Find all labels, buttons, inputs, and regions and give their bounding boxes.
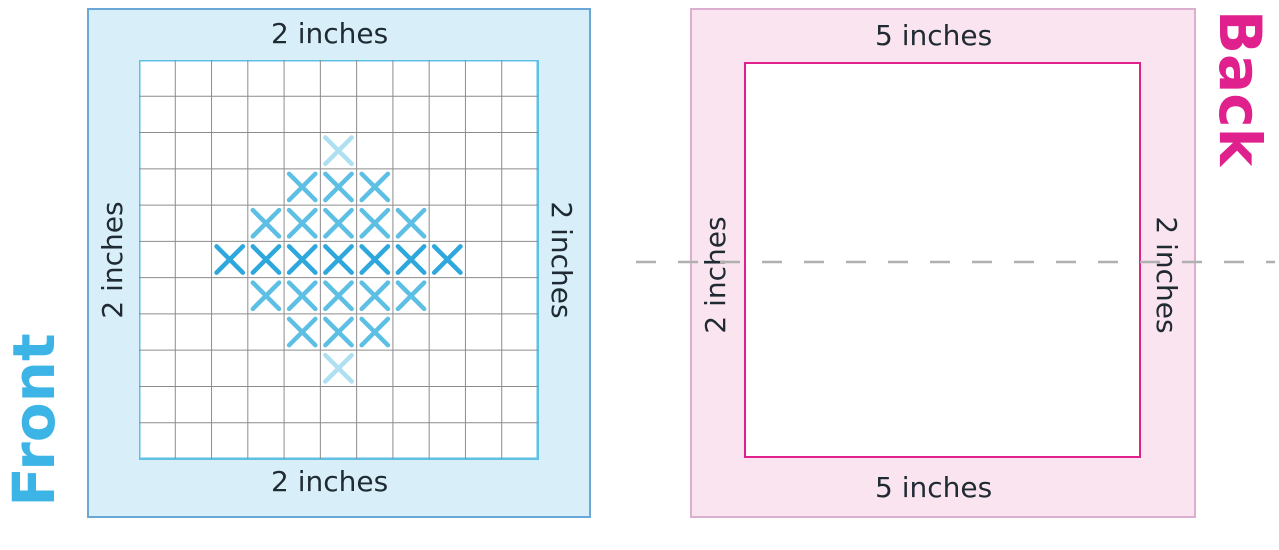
cross-stitch <box>431 244 463 275</box>
front-bottom-label: 2 inches <box>271 465 389 498</box>
cross-stitch <box>286 207 318 239</box>
cross-stitch <box>395 244 427 275</box>
cross-stitch <box>359 244 391 275</box>
cross-stitch <box>286 171 318 203</box>
cross-stitch <box>250 207 282 239</box>
cross-stitch <box>323 244 354 275</box>
cross-stitch <box>250 280 282 312</box>
cross-stitch <box>323 352 354 384</box>
back-bottom-label: 5 inches <box>875 471 993 504</box>
cross-stitch <box>359 171 391 203</box>
cross-stitch <box>359 316 391 348</box>
back-square <box>744 62 1141 458</box>
cross-stitch <box>359 280 391 312</box>
cross-stitch <box>323 171 354 203</box>
cross-stitch <box>323 316 354 348</box>
cross-stitch <box>395 280 427 312</box>
cross-stitch <box>323 207 354 239</box>
front-top-label: 2 inches <box>271 17 389 50</box>
cross-stitch <box>286 244 318 275</box>
cross-stitch <box>359 207 391 239</box>
back-top-label: 5 inches <box>875 19 993 52</box>
fold-line <box>636 260 1275 264</box>
cross-stitch <box>286 280 318 312</box>
cross-stitch <box>214 244 246 275</box>
cross-stitch <box>395 207 427 239</box>
cross-stitch <box>323 280 354 312</box>
cross-stitch-grid <box>139 60 539 460</box>
cross-stitch <box>250 244 282 275</box>
cross-stitch <box>286 316 318 348</box>
cross-stitch <box>323 135 354 167</box>
